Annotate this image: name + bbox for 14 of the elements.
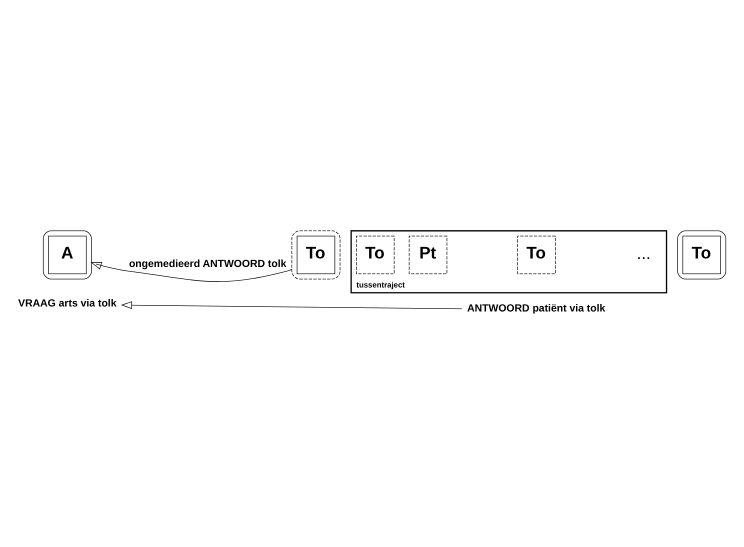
node-box: To	[517, 236, 556, 274]
node-box: To	[296, 236, 336, 274]
node-box: To	[682, 236, 721, 274]
cluster	[677, 230, 726, 280]
node-box: A	[48, 236, 87, 274]
label: ...	[636, 244, 651, 264]
node-text: ANTWOORD patiënt via tolk	[467, 303, 606, 314]
arrow	[90, 262, 292, 282]
node-text: VRAAG arts via tolk	[18, 298, 116, 310]
cluster	[42, 230, 92, 280]
node-box: Pt	[408, 236, 448, 274]
node-box: To	[356, 236, 394, 274]
arrow	[120, 301, 462, 310]
edge-label: ongemedieerd ANTWOORD tolk	[128, 259, 286, 270]
